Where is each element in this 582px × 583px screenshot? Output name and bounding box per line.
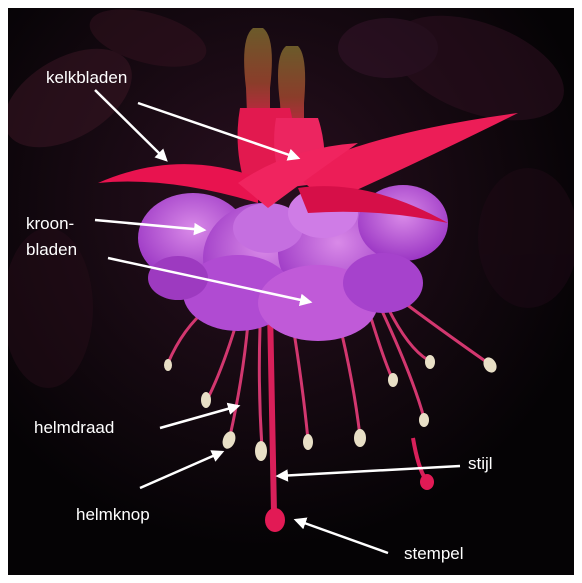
style	[270, 308, 274, 513]
label-kelkbladen: kelkbladen	[46, 68, 127, 88]
label-stempel: stempel	[404, 544, 464, 564]
fuchsia-diagram: kelkbladen kroon- bladen helmdraad helmk…	[8, 8, 574, 575]
label-helmknop: helmknop	[76, 505, 150, 525]
label-stijl: stijl	[468, 454, 493, 474]
label-helmdraad: helmdraad	[34, 418, 114, 438]
stigma	[265, 508, 285, 532]
label-kroonbladen-line2: bladen	[26, 240, 77, 260]
label-kroonbladen-line1: kroon-	[26, 214, 74, 234]
fuchsia-illustration	[8, 8, 574, 575]
second-stigma	[420, 474, 434, 490]
